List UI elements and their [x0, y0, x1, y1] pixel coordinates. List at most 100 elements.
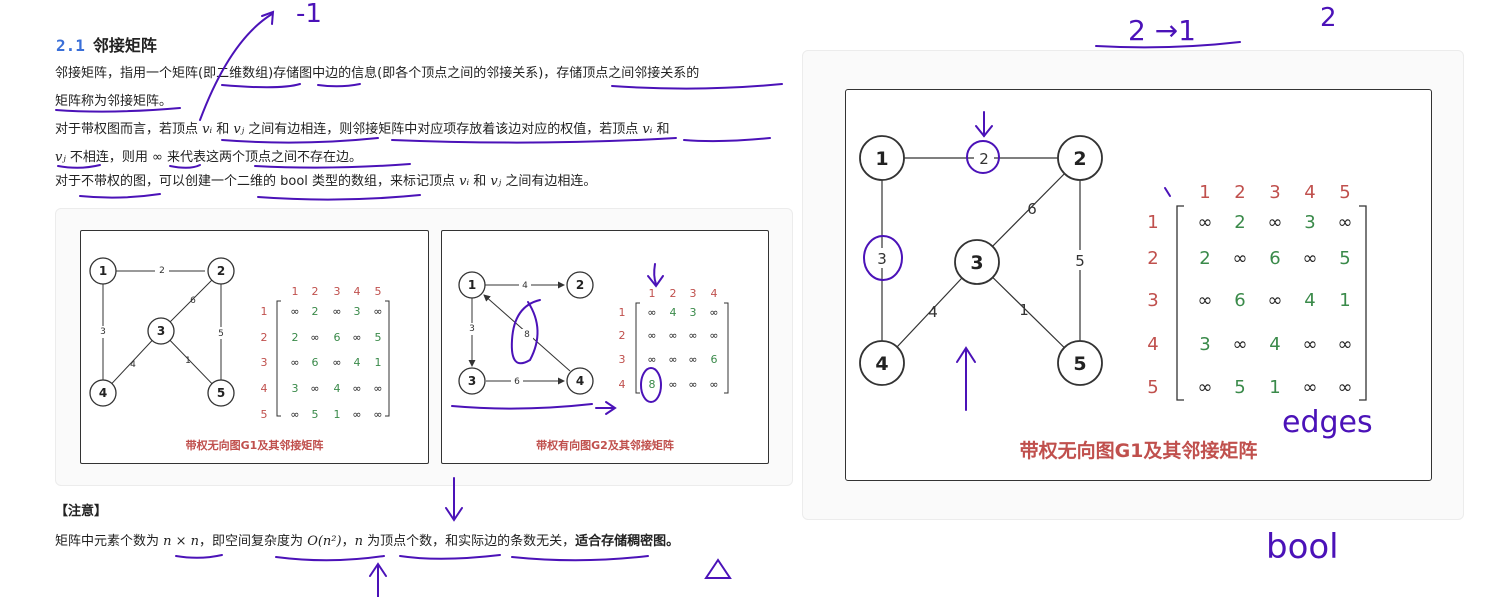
enlarged-g1-svg: 2 3 6 5 4 1 1 2 3 4 5 1 2 3 4 5: [859, 135, 1367, 401]
big-cell-4-4: ∞: [1303, 334, 1318, 355]
para3-text2: 和: [469, 174, 491, 189]
g2-cell-3-3: ∞: [688, 353, 697, 366]
g2-cell-1-1: ∞: [647, 306, 656, 319]
g1-edge-w6: 1: [185, 356, 191, 366]
big-cell-3-1: ∞: [1198, 290, 1213, 311]
vj-symbol-2: vⱼ: [55, 150, 66, 165]
hw-top-3: 2: [1320, 3, 1337, 33]
big-edge-w3: 6: [1027, 200, 1037, 218]
g2-panel: 4 3 8 6 1 2 3 4: [441, 230, 769, 464]
figure-card: 2 3 6 5 4 1 1 2: [55, 208, 793, 486]
g1-row-4: 4: [261, 382, 268, 395]
g2-cell-1-3: 3: [690, 306, 697, 319]
big-col-5: 5: [1339, 182, 1350, 203]
big-node-4: 4: [875, 353, 888, 375]
paragraph-definition: 邻接矩阵，指用一个矩阵(即二维数组)存储图中边的信息(即各个顶点之间的邻接关系)…: [55, 60, 795, 116]
g2-cell-2-4: ∞: [709, 329, 718, 342]
big-edge-w4: 5: [1075, 252, 1085, 270]
big-row-1: 1: [1147, 212, 1158, 233]
para1-line2: 矩阵称为邻接矩阵。: [55, 94, 173, 109]
hw-bool: bool: [1266, 527, 1339, 567]
big-o-n-squared: O(n²): [307, 534, 342, 549]
g1-edge-w3: 6: [190, 296, 196, 306]
g1-cell-4-2: ∞: [310, 382, 319, 395]
g1-col-4: 4: [354, 285, 361, 298]
g1-edge-w5: 4: [130, 360, 136, 370]
para3-text1: 对于不带权的图，可以创建一个二维的 bool 类型的数组，来标记顶点: [55, 174, 460, 189]
hw-top-2: 2 →1: [1128, 14, 1196, 47]
para2-text2: 和: [212, 122, 234, 137]
paragraph-unweighted: 对于不带权的图，可以创建一个二维的 bool 类型的数组，来标记顶点 vᵢ 和 …: [55, 168, 795, 196]
g2-cell-4-2: ∞: [668, 378, 677, 391]
g2-edge-w4: 6: [514, 377, 520, 387]
g1-row-2: 2: [261, 331, 268, 344]
big-row-5: 5: [1147, 377, 1158, 398]
g2-node-1: 1: [468, 278, 476, 292]
g2-svg: 4 3 8 6 1 2 3 4: [458, 271, 729, 395]
big-cell-2-5: 5: [1339, 248, 1350, 269]
paragraph-weighted: 对于带权图而言，若顶点 vᵢ 和 vⱼ 之间有边相连，则邻接矩阵中对应项存放着该…: [55, 116, 795, 172]
g2-cell-4-3: ∞: [688, 378, 697, 391]
g2-cell-2-2: ∞: [668, 329, 677, 342]
n-symbol: n: [354, 534, 363, 549]
g1-col-3: 3: [334, 285, 341, 298]
g2-cell-2-1: ∞: [647, 329, 656, 342]
big-row-4: 4: [1147, 334, 1158, 355]
g2-row-4: 4: [619, 378, 626, 391]
big-col-4: 4: [1304, 182, 1315, 203]
g1-row-5: 5: [261, 408, 268, 421]
g1-cell-2-2: ∞: [310, 331, 319, 344]
big-edge-w5: 4: [928, 303, 938, 321]
g1-cell-1-1: ∞: [290, 305, 299, 318]
g2-cell-4-4: ∞: [709, 378, 718, 391]
g2-cell-3-2: ∞: [668, 353, 677, 366]
g1-cell-3-5: 1: [375, 356, 382, 369]
g1-cell-4-5: ∞: [373, 382, 382, 395]
big-cell-1-2: 2: [1234, 212, 1245, 233]
g2-edge-w1: 4: [522, 281, 528, 291]
g1-cell-3-2: 6: [312, 356, 319, 369]
big-cell-2-3: 6: [1269, 248, 1280, 269]
enlarged-g1-panel: 2 3 6 5 4 1 1 2 3 4 5 1 2 3 4 5: [845, 89, 1432, 481]
g2-node-4: 4: [576, 374, 584, 388]
big-cell-5-3: 1: [1269, 377, 1280, 398]
g1-col-2: 2: [312, 285, 319, 298]
g1-cell-1-3: ∞: [332, 305, 341, 318]
big-row-2: 2: [1147, 248, 1158, 269]
para2-text3: 之间有边相连，则邻接矩阵中对应项存放着该边对应的权值，若顶点: [244, 122, 643, 137]
g1-cell-3-3: ∞: [332, 356, 341, 369]
g1-row-3: 3: [261, 356, 268, 369]
para2-text5: 不相连，则用: [65, 150, 153, 165]
g1-cell-4-4: ∞: [352, 382, 361, 395]
vj-symbol: vⱼ: [233, 122, 245, 137]
big-col-3: 3: [1269, 182, 1280, 203]
vi-symbol-2: vᵢ: [642, 122, 653, 137]
g1-cell-3-1: ∞: [290, 356, 299, 369]
g1-cell-5-1: ∞: [290, 408, 299, 421]
g1-cell-5-5: ∞: [373, 408, 382, 421]
g2-edge-w2: 3: [469, 324, 475, 334]
big-cell-1-1: ∞: [1198, 212, 1213, 233]
g1-cell-2-4: ∞: [352, 331, 361, 344]
g1-cell-3-4: 4: [354, 356, 361, 369]
g2-row-1: 1: [619, 306, 626, 319]
g1-cell-2-5: 5: [375, 331, 382, 344]
g1-edge-w4: 5: [218, 329, 224, 339]
big-cell-5-1: ∞: [1198, 377, 1213, 398]
g1-row-1: 1: [261, 305, 268, 318]
g1-node-3: 3: [157, 324, 165, 338]
g1-svg: 2 3 6 5 4 1 1 2: [89, 257, 390, 421]
g2-node-2: 2: [576, 278, 584, 292]
infinity-symbol: ∞: [152, 150, 163, 165]
big-node-1: 1: [875, 148, 888, 170]
enlarged-g1-caption: 带权无向图G1及其邻接矩阵: [1019, 440, 1258, 462]
note-bold: 适合存储稠密图。: [575, 534, 680, 549]
note-text3: ，: [341, 534, 355, 549]
g1-panel: 2 3 6 5 4 1 1 2: [80, 230, 429, 464]
g1-cell-4-1: 3: [292, 382, 299, 395]
g2-cell-4-1: 8: [649, 378, 656, 391]
big-col-1: 1: [1199, 182, 1210, 203]
vj-symbol-3: vⱼ: [490, 174, 502, 189]
